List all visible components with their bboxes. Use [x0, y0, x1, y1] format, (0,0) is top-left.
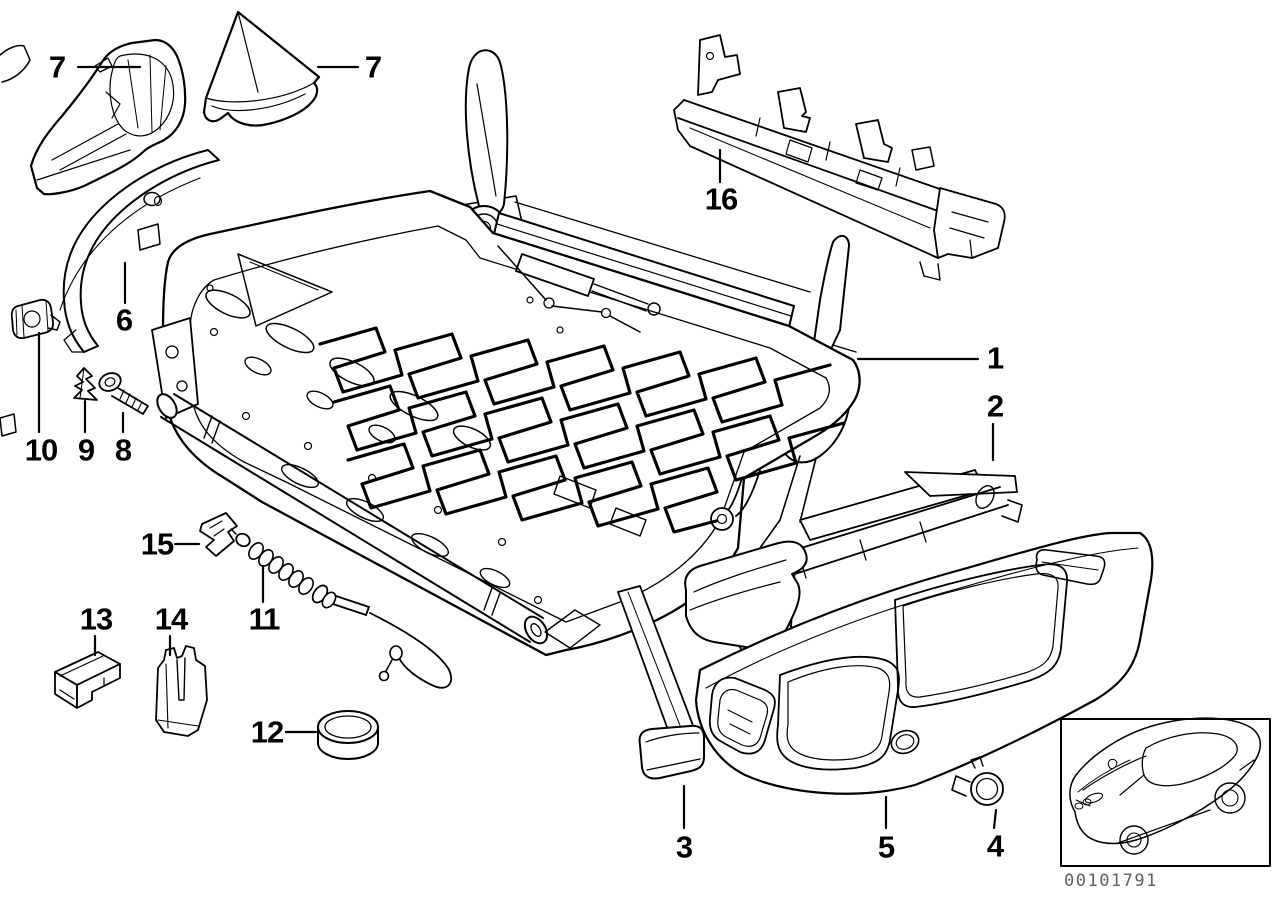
callout-7-right[interactable]: 7 — [364, 49, 382, 85]
callout-12[interactable]: 12 — [250, 714, 284, 750]
spring-wire — [346, 442, 719, 534]
callout-7-left[interactable]: 7 — [48, 49, 66, 85]
callout-1[interactable]: 1 — [986, 340, 1004, 376]
part-side-trim-panel — [694, 531, 1154, 795]
part-trim-strap — [0, 149, 220, 437]
part-sleeve — [54, 651, 121, 709]
callout-10[interactable]: 10 — [24, 432, 58, 468]
car-thumbnail — [1069, 717, 1261, 855]
part-expanding-clip — [73, 367, 98, 401]
part-ring-bushing — [317, 710, 379, 760]
part-screw — [10, 298, 61, 340]
callout-16[interactable]: 16 — [704, 181, 738, 217]
part-clamp-housing — [155, 645, 208, 737]
car-inset — [1060, 717, 1271, 867]
callout-11[interactable]: 11 — [248, 601, 281, 637]
callout-3[interactable]: 3 — [675, 829, 693, 865]
callout-13[interactable]: 13 — [79, 601, 113, 637]
spring-wire — [318, 326, 832, 424]
part-bolt — [98, 372, 149, 415]
callout-4[interactable]: 4 — [986, 828, 1004, 864]
part-adjuster-knob — [951, 756, 1004, 806]
leader-line-4 — [992, 808, 998, 830]
callout-8[interactable]: 8 — [114, 432, 132, 468]
diagram-image-id: 00101791 — [1064, 871, 1158, 891]
part-spindle-cable — [230, 528, 453, 689]
callout-9[interactable]: 9 — [77, 432, 95, 468]
callout-15[interactable]: 15 — [140, 526, 174, 562]
spring-wire — [332, 384, 846, 482]
leader-lines — [37, 65, 998, 830]
part-backrest-cover-left — [0, 38, 187, 196]
callout-2[interactable]: 2 — [986, 388, 1004, 424]
callout-14[interactable]: 14 — [154, 601, 188, 637]
part-backrest-boot — [202, 10, 321, 127]
part-cable-carrier — [673, 34, 1006, 281]
part-seat-adjuster — [684, 469, 1023, 665]
callout-6[interactable]: 6 — [115, 302, 133, 338]
callout-5[interactable]: 5 — [877, 829, 895, 865]
part-spring-clip — [199, 512, 238, 557]
part-cover-cap — [638, 724, 705, 780]
part-seat-frame — [151, 49, 861, 761]
car-inset-border — [1060, 718, 1271, 867]
